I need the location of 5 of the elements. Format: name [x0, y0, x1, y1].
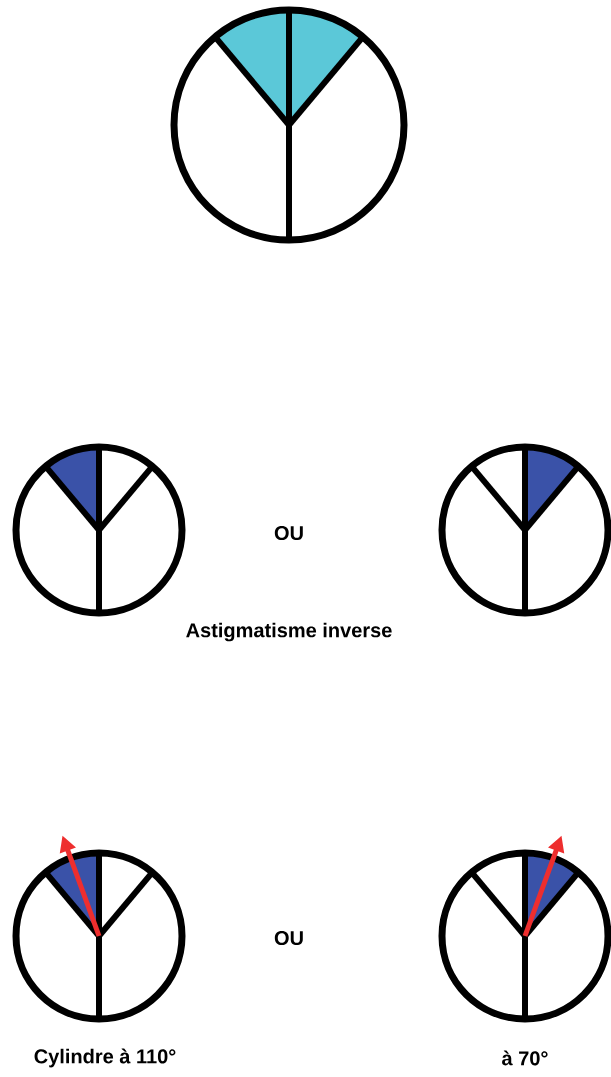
- text-label: OU: [274, 525, 303, 541]
- text-label: Cylindre à 110°: [34, 1048, 176, 1068]
- text-label: OU: [274, 930, 303, 946]
- text-label: Astigmatisme inverse: [186, 622, 392, 642]
- text-label: à 70°: [502, 1050, 548, 1066]
